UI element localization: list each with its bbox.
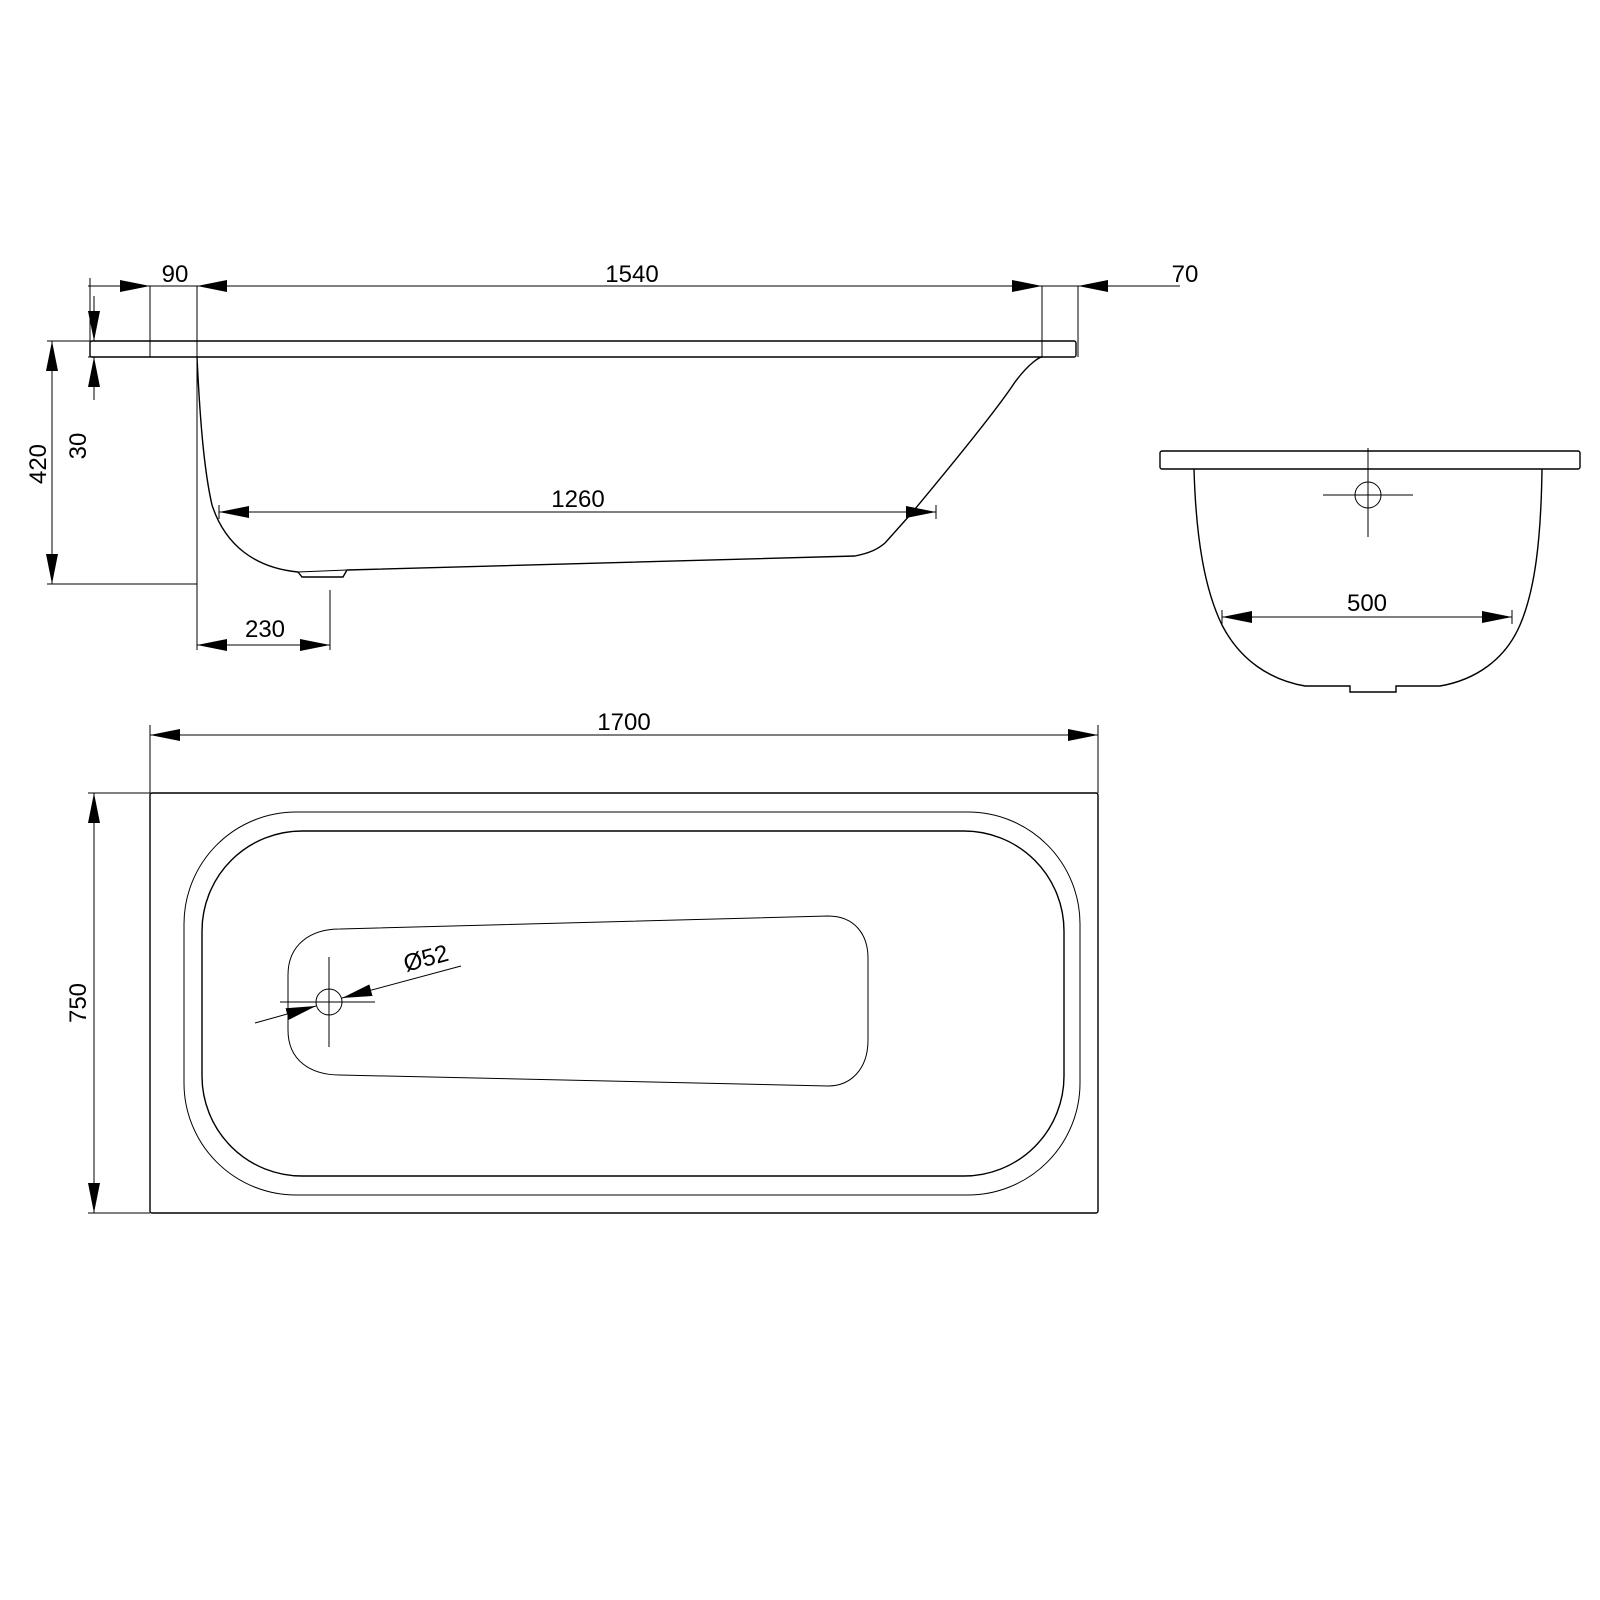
side-drain-base (297, 569, 348, 573)
side-view: 90 1540 70 420 30 1260 230 (25, 261, 1199, 651)
dim-230-label: 230 (245, 616, 285, 643)
side-rim (89, 340, 1077, 358)
dim-1540-label: 1540 (605, 261, 658, 288)
top-view: Ø52 1700 750 (65, 709, 1099, 1214)
end-rim (1159, 450, 1581, 470)
dim-500-label: 500 (1347, 590, 1387, 617)
top-inner-edge (183, 811, 1081, 1196)
end-tub-body (1193, 468, 1543, 693)
top-outer-rim (149, 792, 1099, 1214)
arrow-d52-left (254, 1005, 317, 1024)
end-view: 500 (1159, 448, 1581, 693)
dim-1700-label: 1700 (597, 709, 650, 736)
dim-70-label: 70 (1172, 261, 1199, 288)
dim-90-label: 90 (162, 261, 189, 288)
side-tub-body (196, 356, 1043, 578)
arrow-d52-right (341, 965, 462, 999)
dim-750-label: 750 (65, 983, 92, 1023)
dim-420-label: 420 (25, 444, 52, 484)
dim-d52-label: Ø52 (401, 940, 452, 978)
top-bottom-flat (287, 915, 869, 1087)
dim-30-label: 30 (65, 433, 92, 460)
top-bowl-edge (201, 830, 1065, 1177)
dim-1260-label: 1260 (551, 486, 604, 513)
